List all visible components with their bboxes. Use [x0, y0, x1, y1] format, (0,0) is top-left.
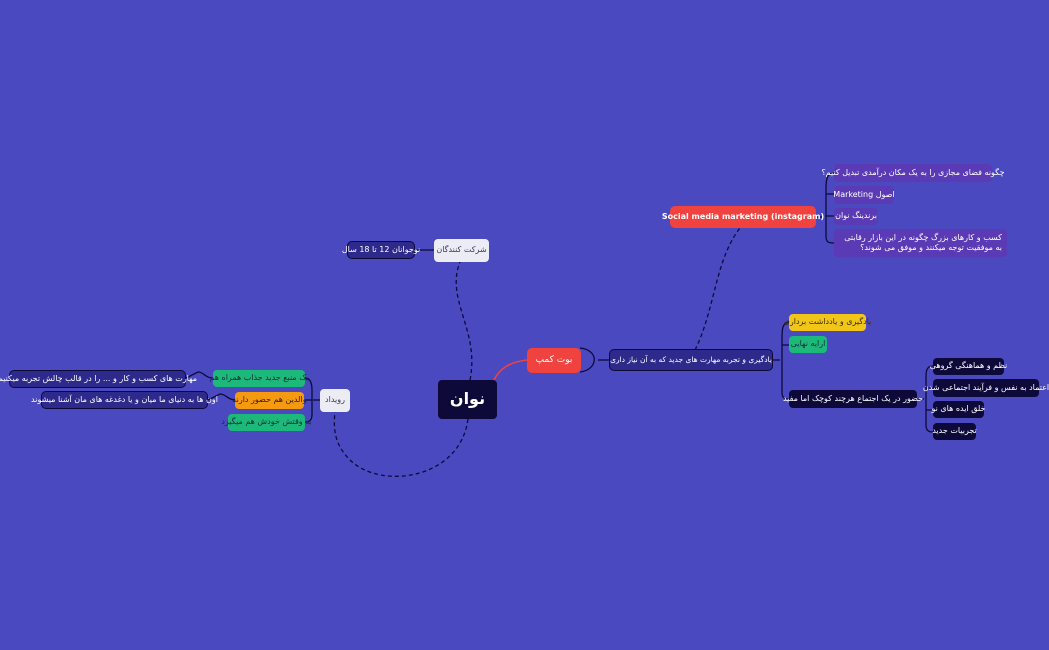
social-item-virtual-income[interactable]: چگونه فضای مجازی را به یک مکان درآمدی تب…: [821, 164, 1005, 182]
root-node[interactable]: نوان: [438, 380, 497, 419]
event-detail-skills[interactable]: مهارت های کسب و کار و ... را در قالب چال…: [0, 370, 197, 388]
connector-event-items: [304, 377, 321, 423]
skill-community[interactable]: حضور در یک اجتماع هرچند کوچک اما مفید: [783, 390, 923, 408]
social-item-big-business[interactable]: کسب و کارهای بزرگ چگونه در این بازار رقا…: [834, 229, 1007, 257]
social-item-branding[interactable]: برندینگ نوان: [834, 208, 878, 225]
connector-root-event: [333, 411, 469, 477]
community-confidence[interactable]: اعتماد به نفس و فرآیند اجتماعی شدن: [923, 379, 1049, 397]
participants-node[interactable]: شرکت کنندگان: [434, 239, 489, 262]
connector-event-detail-1: [185, 371, 214, 379]
bootcamp-node[interactable]: بوت کمپ: [527, 348, 581, 373]
connector-event-detail-2: [207, 393, 236, 401]
connector-social-items: [815, 172, 835, 244]
connector-bootcamp-skills: [579, 347, 595, 373]
connector-root-bootcamp: [493, 359, 528, 381]
connector-root-participants: [455, 261, 473, 381]
connector-skills-social: [694, 227, 741, 351]
event-item-new-source[interactable]: یک منبع جدید جذاب همراه هم: [209, 370, 309, 387]
event-item-on-time[interactable]: به وقتش خودش هم میگیرد: [221, 414, 312, 431]
community-new-experiences[interactable]: تجربیات جدید: [932, 423, 977, 440]
event-node[interactable]: رویداد: [320, 389, 350, 412]
connector-skills-items: [773, 321, 791, 400]
skill-final-presentation[interactable]: ارایه نهایی: [789, 336, 827, 353]
connector-attendance-items: [916, 365, 934, 433]
skills-node[interactable]: یادگیری و تجربه مهارت های جدید که به آن …: [609, 349, 773, 371]
community-new-ideas[interactable]: خلق ایده های نو: [931, 401, 986, 418]
skill-note-taking[interactable]: یادگیری و یادداشت برداری: [784, 314, 871, 331]
social-item-marketing-basics[interactable]: اصول Marketing: [833, 186, 895, 204]
community-teamwork[interactable]: نظم و هماهنگی گروهی: [930, 358, 1007, 375]
social-media-node[interactable]: Social media marketing (instagram): [662, 206, 824, 228]
teen-age-node[interactable]: نوجوانان 12 تا 18 سال: [342, 241, 420, 259]
event-item-parents[interactable]: والدین هم حضور دارند: [232, 392, 307, 409]
event-detail-parents[interactable]: اون ها به دنیای ما میان و یا دغدغه های م…: [31, 391, 218, 409]
